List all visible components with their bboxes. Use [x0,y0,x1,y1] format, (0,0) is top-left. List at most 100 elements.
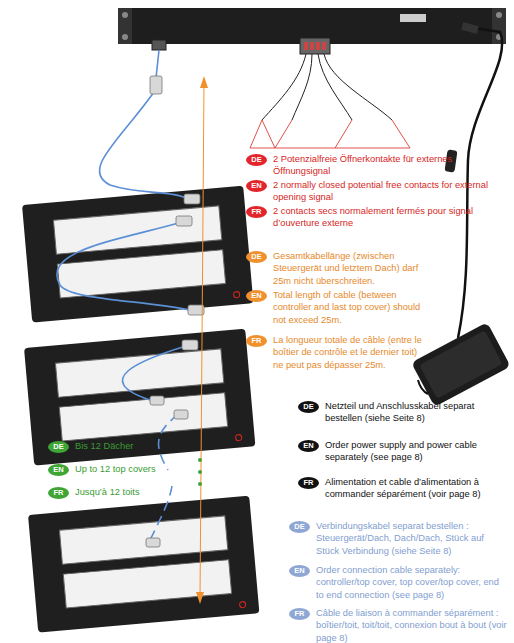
bracket-line [275,120,292,148]
note-text: La longueur totale de câble (entre le bo… [273,334,423,371]
wire [324,54,392,120]
dot [198,470,202,474]
arrow-line [200,82,204,598]
language-badge: EN [246,180,267,192]
language-badge: FR [246,206,267,218]
rack-ear [118,8,132,44]
cover-led [239,601,246,608]
cover-window [59,516,227,564]
rack-ear [492,8,506,44]
language-badge: DE [246,154,267,166]
iec-socket [418,380,428,394]
terminal [316,42,320,50]
dot [198,458,202,462]
note-text: Alimentation et cable d’alimentation à c… [325,476,505,501]
language-badge: DE [298,401,319,413]
language-badge: EN [246,290,267,302]
language-badge: DE [289,521,310,533]
top-cover [28,496,259,633]
cable-connectors [146,76,204,547]
cable [150,486,172,540]
note-text: Total length of cable (between controlle… [273,289,423,326]
dc-plug [461,22,479,34]
language-badge: EN [48,464,69,476]
language-note: FRCâble de liaison à commander séparémen… [289,608,508,620]
language-note: DE2 Potenzialfreie Öffnerkontakte für ex… [246,154,508,166]
bracket-line [250,148,410,149]
screw [122,34,128,40]
language-note: EN Up to 12 top covers [48,464,195,476]
connector [176,216,192,226]
contact-bracket [250,120,410,148]
note-text: Verbindungskabel separat bestellen : Ste… [316,520,508,557]
note-text: Jusqu’à 12 toits [75,486,195,498]
connector [184,194,200,204]
cable [57,222,190,310]
terminal [322,42,326,50]
cover-window [57,250,225,298]
cover-frame [22,186,253,323]
language-note: ENOrder power supply and power cable sep… [298,440,505,452]
contact-wires [262,54,392,120]
language-badge: FR [289,608,310,620]
connector [182,340,198,350]
note-text: 2 contacts secs normalement fermés pour … [273,205,508,230]
connector [150,76,162,94]
bracket-line [335,120,352,148]
cable [122,346,186,400]
wire [292,54,312,120]
language-note: FR2 contacts secs normalement fermés pou… [246,206,508,218]
note-text: Bis 12 Dächer [75,440,195,452]
language-note: ENOrder connection cable separately: con… [289,565,508,577]
note-text: 2 Potenzialfreie Öffnerkontakte für exte… [273,153,508,178]
cover-led [235,434,242,441]
language-note: FRAlimentation et cable d’alimentation à… [298,477,505,489]
wire [318,54,352,120]
language-badge: EN [289,565,310,577]
language-note: FRLa longueur totale de câble (entre le … [246,335,423,347]
language-badge: EN [298,440,319,452]
cover-window [53,206,221,254]
language-note: DE Bis 12 Dächer [48,441,195,453]
language-note: ENTotal length of cable (between control… [246,290,423,302]
language-note: DEGesamtkabellänge (zwischen Steuergerät… [246,251,423,263]
language-badge: DE [48,441,69,453]
cable-port [152,40,166,50]
note-text: Gesamtkabellänge (zwischen Steuergerät u… [273,250,423,287]
label-plate [400,14,426,22]
language-badge: DE [246,251,267,263]
cover-frame [24,329,255,466]
bracket-line [392,120,410,148]
note-text: Order connection cable separately: contr… [316,564,508,601]
arrow-head [200,76,208,88]
controller-unit [118,8,506,54]
top-cover [22,186,253,323]
language-note: DEVerbindungskabel separat bestellen : S… [289,521,508,533]
language-note: DENetzteil und Anschlusskabel separat be… [298,401,505,413]
note-text: 2 normally closed potential free contact… [273,179,508,204]
screw [122,12,128,18]
cover-window [63,560,231,608]
cover-window [59,393,227,441]
cable [99,92,186,198]
cover-window [55,349,223,397]
language-note: FRJusqu’à 12 toits [48,487,195,499]
language-badge: FR [298,477,319,489]
cable [156,50,159,78]
connector [146,538,160,547]
length-arrow [196,76,208,604]
bracket-line [250,120,262,148]
terminal [304,42,308,50]
power-adapter [411,322,510,407]
top-cover [24,329,255,466]
adapter-body [411,322,510,407]
note-text: Câble de liaison à commander séparément … [316,607,508,643]
language-badge: FR [246,335,267,347]
wire [262,54,306,120]
continuation-dots [198,458,202,486]
note-text: Up to 12 top covers [75,463,195,475]
note-text: Order power supply and power cable separ… [325,439,505,464]
terminal-block [300,38,330,54]
connector [174,410,188,419]
